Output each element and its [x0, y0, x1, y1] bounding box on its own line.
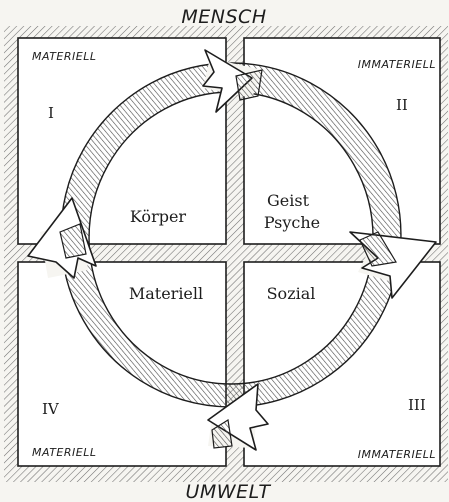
- center-label-psyche: Psyche: [264, 213, 320, 232]
- center-label-geist: Geist: [267, 191, 310, 210]
- numeral-bottom-left: IV: [42, 400, 60, 418]
- center-label-materiell: Materiell: [129, 284, 203, 303]
- corner-label-top-right: IMMATERIELL: [358, 58, 436, 71]
- corner-label-bottom-right: IMMATERIELL: [358, 448, 436, 461]
- numeral-bottom-right: III: [408, 396, 426, 414]
- corner-label-top-left: MATERIELL: [32, 50, 96, 63]
- center-label-sozial: Sozial: [267, 284, 316, 303]
- bottom-label: UMWELT: [186, 481, 272, 502]
- corner-label-bottom-left: MATERIELL: [32, 446, 96, 459]
- numeral-top-left: I: [48, 104, 54, 122]
- center-label-koerper: Körper: [130, 207, 187, 226]
- numeral-top-right: II: [396, 96, 408, 114]
- top-label: MENSCH: [181, 6, 266, 28]
